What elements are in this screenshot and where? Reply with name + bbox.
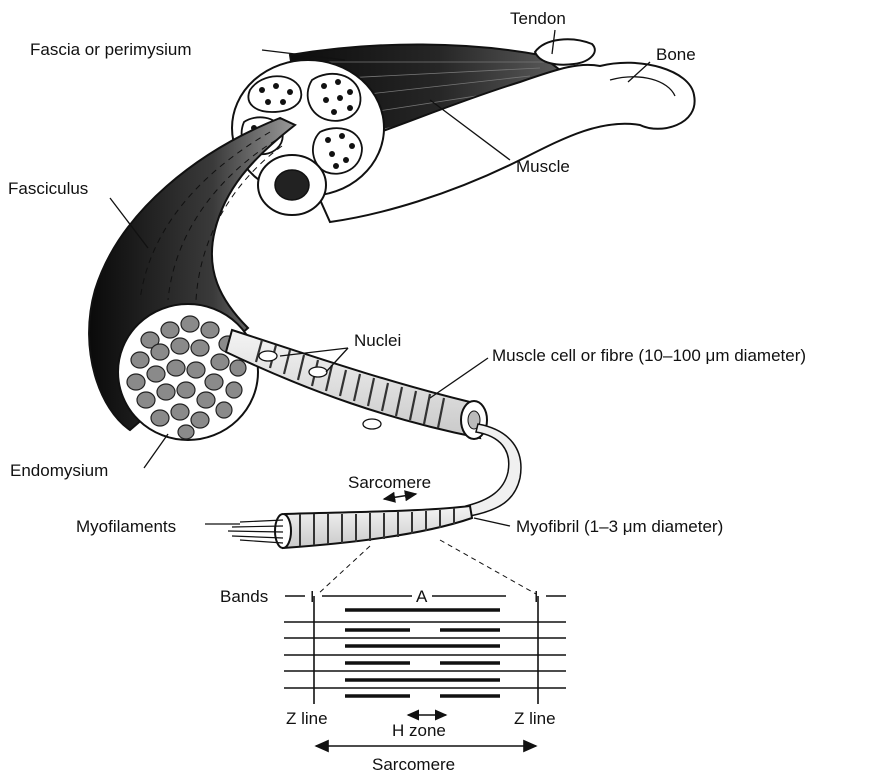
label-tendon: Tendon xyxy=(510,9,566,28)
label-myofibril: Myofibril (1–3 μm diameter) xyxy=(516,517,723,536)
label-z-line-right: Z line xyxy=(514,709,556,728)
thin-filaments xyxy=(284,622,566,688)
label-band-a: A xyxy=(416,587,428,606)
label-muscle: Muscle xyxy=(516,157,570,176)
nucleus xyxy=(259,351,277,361)
label-nuclei: Nuclei xyxy=(354,331,401,350)
label-myofilaments: Myofilaments xyxy=(76,517,176,536)
label-sarcomere-bottom: Sarcomere xyxy=(372,755,455,774)
label-endomysium: Endomysium xyxy=(10,461,108,480)
nucleus xyxy=(309,367,327,377)
label-bone: Bone xyxy=(656,45,696,64)
label-bands: Bands xyxy=(220,587,268,606)
label-band-i-left: I xyxy=(310,589,314,606)
label-z-line-left: Z line xyxy=(286,709,328,728)
label-fascia: Fascia or perimysium xyxy=(30,40,192,59)
label-sarcomere-top: Sarcomere xyxy=(348,473,431,492)
bone-cross-section xyxy=(258,155,326,215)
label-muscle-cell: Muscle cell or fibre (10–100 μm diameter… xyxy=(492,346,806,365)
tendon xyxy=(535,39,595,64)
label-band-i-right: I xyxy=(534,589,538,606)
zoom-dashed-lines xyxy=(318,540,536,594)
sarcomere-arrow-top xyxy=(384,494,416,499)
label-h-zone: H zone xyxy=(392,721,446,740)
nucleus xyxy=(363,419,381,429)
fasciculus-cross-section xyxy=(118,304,258,440)
label-fasciculus: Fasciculus xyxy=(8,179,88,198)
thick-filaments xyxy=(345,610,500,696)
